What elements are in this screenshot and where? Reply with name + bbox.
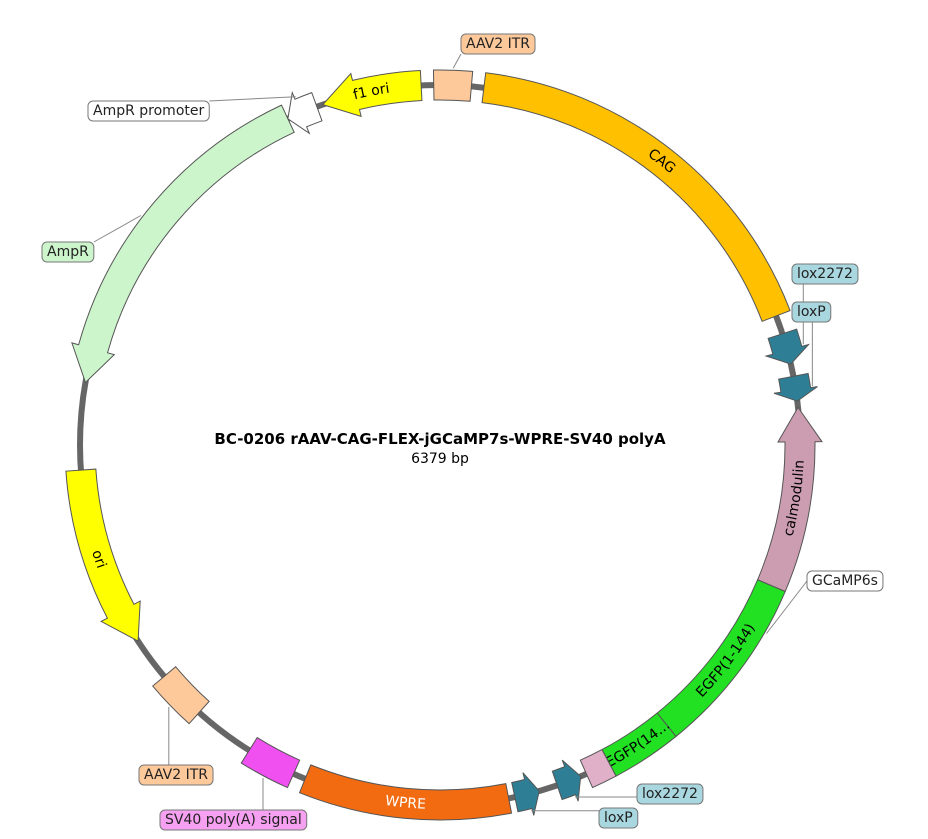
feature-aav2-itr-bottom bbox=[152, 666, 210, 725]
feature-shape-aav2-itr-bottom bbox=[152, 666, 210, 725]
feature-shape-lox2272-bottom bbox=[551, 759, 582, 802]
callout-label-loxp-bottom: loxP bbox=[604, 810, 633, 826]
feature-cag: CAG bbox=[481, 72, 791, 323]
callout-label-gcamp6s: GCaMP6s bbox=[812, 573, 878, 589]
callout-loxp-top: loxP bbox=[791, 301, 832, 387]
callout-box-ampr bbox=[41, 241, 95, 263]
callout-label-loxp-top: loxP bbox=[797, 304, 826, 320]
feature-shape-cag bbox=[481, 72, 791, 323]
callout-loxp-bottom: loxP bbox=[531, 807, 639, 829]
callout-label-aav2-itr-top: AAV2 ITR bbox=[466, 36, 530, 52]
callout-box-sv40 bbox=[159, 809, 308, 831]
feature-ampr bbox=[71, 104, 295, 384]
callout-leader-ampr-promoter bbox=[209, 96, 296, 102]
callout-box-aav2-itr-top bbox=[460, 33, 536, 55]
callout-box-loxp-bottom bbox=[598, 807, 639, 829]
feature-shape-loxp-bottom bbox=[511, 772, 540, 816]
callout-label-aav2-itr-bottom: AAV2 ITR bbox=[144, 767, 208, 783]
feature-shape-ampr bbox=[71, 104, 295, 384]
feature-loxp-bottom bbox=[511, 772, 540, 816]
callout-box-gcamp6s bbox=[806, 570, 884, 592]
feature-shape-sv40 bbox=[240, 736, 301, 789]
callout-leader-gcamp6s bbox=[766, 580, 808, 634]
feature-f1-ori: f1 ori bbox=[321, 69, 423, 118]
feature-shape-loxp-top bbox=[773, 372, 818, 402]
feature-lox2272-bottom bbox=[551, 759, 582, 802]
feature-shape-wpre bbox=[298, 764, 513, 821]
feature-aav2-itr-top bbox=[432, 69, 474, 102]
feature-egfp2: EGFP(14… bbox=[601, 712, 677, 777]
feature-lox2272-top bbox=[764, 328, 811, 365]
feature-shape-ampr-promoter bbox=[287, 90, 323, 135]
feature-shape-aav2-itr-top bbox=[432, 69, 474, 102]
callout-ampr: AmpR bbox=[41, 215, 142, 263]
callout-leader-ampr bbox=[93, 215, 142, 243]
callouts-layer: lox2272 loxP lox2272 loxP SV40 poly(A) signa… bbox=[41, 33, 884, 831]
feature-shape-ori bbox=[65, 468, 141, 642]
feature-shape-gcamp-linker bbox=[579, 748, 617, 789]
callout-box-ampr-promoter bbox=[87, 100, 210, 122]
callout-lox2272-top: lox2272 bbox=[791, 263, 859, 345]
plasmid-title: BC-0206 rAAV-CAG-FLEX-jGCaMP7s-WPRE-SV40… bbox=[214, 430, 666, 448]
callout-sv40: SV40 poly(A) signal bbox=[159, 777, 308, 831]
callout-label-ampr-promoter: AmpR promoter bbox=[93, 103, 204, 119]
feature-sv40 bbox=[240, 736, 301, 789]
feature-label-ori: ori bbox=[88, 548, 109, 570]
feature-wpre: WPRE bbox=[298, 764, 513, 821]
feature-gcamp-linker bbox=[579, 748, 617, 789]
callout-box-loxp-top bbox=[791, 301, 832, 323]
plasmid-size: 6379 bp bbox=[411, 451, 469, 467]
callout-box-lox2272-top bbox=[791, 263, 859, 285]
feature-label-wpre: WPRE bbox=[384, 793, 426, 813]
callout-gcamp6s: GCaMP6s bbox=[766, 570, 884, 634]
callout-label-lox2272-bottom: lox2272 bbox=[642, 786, 698, 802]
feature-egfp1: EGFP(1-144) bbox=[656, 579, 786, 738]
feature-label-f1-ori: f1 ori bbox=[352, 81, 391, 104]
feature-calmodulin: calmodulin bbox=[756, 406, 823, 593]
feature-ori: ori bbox=[65, 468, 141, 642]
feature-shape-f1-ori bbox=[321, 69, 423, 118]
callout-aav2-itr-bottom: AAV2 ITR bbox=[138, 706, 214, 786]
feature-ampr-promoter bbox=[287, 90, 323, 135]
callout-aav2-itr-top: AAV2 ITR bbox=[452, 33, 536, 69]
callout-label-lox2272-top: lox2272 bbox=[797, 266, 853, 282]
callout-box-lox2272-bottom bbox=[636, 783, 704, 805]
callout-box-aav2-itr-bottom bbox=[138, 764, 214, 786]
callout-lox2272-bottom: lox2272 bbox=[575, 783, 704, 805]
callout-label-sv40: SV40 poly(A) signal bbox=[165, 812, 302, 828]
feature-shape-lox2272-top bbox=[764, 328, 811, 365]
callout-ampr-promoter: AmpR promoter bbox=[87, 96, 296, 122]
feature-loxp-top bbox=[773, 372, 818, 402]
callout-label-ampr: AmpR bbox=[47, 244, 89, 260]
callout-leader-aav2-itr-top bbox=[452, 53, 462, 69]
